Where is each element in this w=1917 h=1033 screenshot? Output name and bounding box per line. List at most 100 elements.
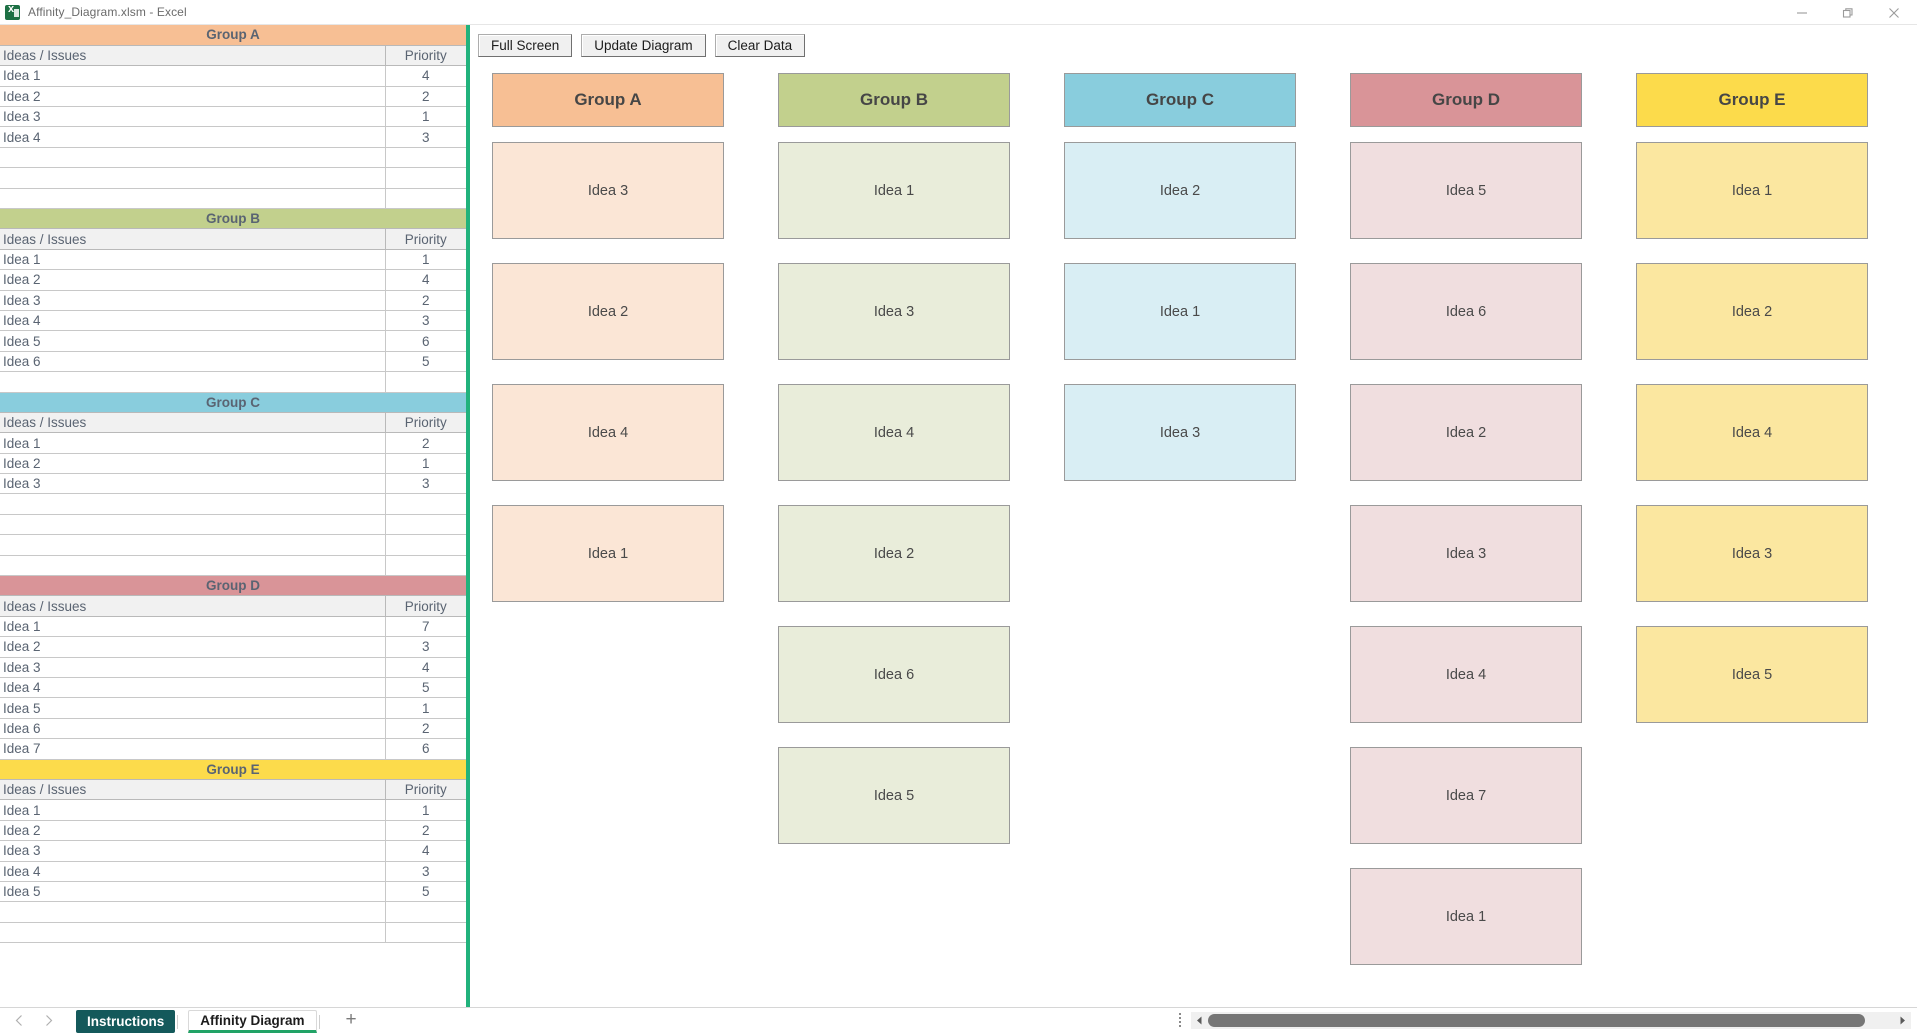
idea-card[interactable]: Idea 2 [778, 505, 1010, 602]
idea-cell[interactable] [0, 371, 385, 393]
priority-cell[interactable] [384, 555, 466, 577]
prev-sheet-arrow-icon[interactable] [14, 1014, 25, 1027]
idea-card[interactable]: Idea 3 [1636, 505, 1868, 602]
idea-card[interactable]: Idea 2 [1350, 384, 1582, 481]
priority-cell[interactable]: 4 [384, 840, 466, 862]
idea-card[interactable]: Idea 2 [1064, 142, 1296, 239]
idea-cell[interactable]: Idea 5 [0, 881, 385, 903]
idea-cell[interactable]: Idea 1 [0, 799, 385, 821]
idea-cell[interactable] [0, 147, 385, 169]
idea-card[interactable]: Idea 1 [1636, 142, 1868, 239]
idea-card[interactable]: Idea 6 [1350, 263, 1582, 360]
scroll-right-arrow-icon[interactable] [1894, 1012, 1911, 1029]
column-header-card[interactable]: Group B [778, 73, 1010, 127]
idea-cell[interactable]: Idea 5 [0, 330, 385, 352]
priority-cell[interactable]: 4 [384, 657, 466, 679]
idea-cell[interactable] [0, 167, 385, 189]
idea-cell[interactable]: Idea 4 [0, 861, 385, 882]
priority-cell[interactable]: 3 [384, 861, 466, 882]
priority-cell[interactable] [384, 147, 466, 169]
priority-cell[interactable]: 2 [384, 290, 466, 311]
priority-cell[interactable]: 3 [384, 636, 466, 658]
clear-data-button[interactable]: Clear Data [714, 34, 806, 57]
sheet-tab-instructions[interactable]: Instructions [76, 1009, 176, 1033]
idea-card[interactable]: Idea 6 [778, 626, 1010, 723]
idea-cell[interactable]: Idea 2 [0, 820, 385, 842]
priority-cell[interactable] [384, 371, 466, 393]
idea-cell[interactable]: Idea 1 [0, 432, 385, 454]
group-title-cell[interactable]: Group D [0, 575, 466, 596]
priority-cell[interactable] [384, 514, 466, 536]
idea-card[interactable]: Idea 4 [1350, 626, 1582, 723]
priority-cell[interactable]: 1 [384, 453, 466, 475]
idea-card[interactable]: Idea 5 [1636, 626, 1868, 723]
idea-card[interactable]: Idea 3 [492, 142, 724, 239]
idea-card[interactable]: Idea 3 [1064, 384, 1296, 481]
group-title-cell[interactable]: Group C [0, 392, 466, 413]
idea-cell[interactable] [0, 514, 385, 536]
priority-cell[interactable]: 1 [384, 106, 466, 128]
priority-cell[interactable] [384, 534, 466, 556]
idea-cell[interactable]: Idea 2 [0, 269, 385, 291]
priority-cell[interactable]: 5 [384, 881, 466, 903]
priority-cell[interactable] [384, 901, 466, 923]
priority-cell[interactable]: 3 [384, 473, 466, 495]
idea-cell[interactable]: Idea 2 [0, 86, 385, 108]
idea-cell[interactable] [0, 555, 385, 577]
column-header-card[interactable]: Group D [1350, 73, 1582, 127]
priority-cell[interactable]: 2 [384, 86, 466, 108]
idea-cell[interactable] [0, 901, 385, 923]
priority-cell[interactable] [384, 493, 466, 515]
idea-cell[interactable] [0, 188, 385, 210]
idea-card[interactable]: Idea 3 [778, 263, 1010, 360]
close-icon[interactable] [1871, 0, 1917, 25]
idea-cell[interactable]: Idea 2 [0, 636, 385, 658]
idea-card[interactable]: Idea 5 [778, 747, 1010, 844]
idea-card[interactable]: Idea 4 [778, 384, 1010, 481]
column-header-card[interactable]: Group A [492, 73, 724, 127]
priority-cell[interactable]: 2 [384, 718, 466, 740]
priority-cell[interactable]: 4 [384, 65, 466, 87]
idea-card[interactable]: Idea 1 [492, 505, 724, 602]
group-title-cell[interactable]: Group A [0, 25, 466, 46]
column-header-card[interactable]: Group C [1064, 73, 1296, 127]
priority-cell[interactable]: 5 [384, 677, 466, 699]
idea-card[interactable]: Idea 4 [1636, 384, 1868, 481]
scrollbar-thumb[interactable] [1208, 1013, 1865, 1027]
update-diagram-button[interactable]: Update Diagram [581, 34, 706, 57]
group-title-cell[interactable]: Group E [0, 759, 466, 780]
sheet-tab-affinity-diagram[interactable]: Affinity Diagram [188, 1009, 317, 1033]
idea-cell[interactable]: Idea 3 [0, 473, 385, 495]
minimize-icon[interactable] [1779, 0, 1825, 25]
idea-card[interactable]: Idea 2 [1636, 263, 1868, 360]
priority-cell[interactable]: 5 [384, 351, 466, 373]
idea-cell[interactable]: Idea 6 [0, 718, 385, 740]
idea-card[interactable]: Idea 4 [492, 384, 724, 481]
idea-cell[interactable]: Idea 3 [0, 657, 385, 679]
idea-cell[interactable]: Idea 3 [0, 106, 385, 128]
idea-card[interactable]: Idea 1 [1064, 263, 1296, 360]
idea-card[interactable]: Idea 7 [1350, 747, 1582, 844]
restore-icon[interactable] [1825, 0, 1871, 25]
group-title-cell[interactable]: Group B [0, 208, 466, 229]
idea-cell[interactable]: Idea 6 [0, 351, 385, 373]
idea-cell[interactable]: Idea 1 [0, 65, 385, 87]
priority-cell[interactable] [384, 167, 466, 189]
scroll-left-arrow-icon[interactable] [1191, 1012, 1208, 1029]
idea-cell[interactable] [0, 922, 385, 944]
idea-cell[interactable]: Idea 3 [0, 840, 385, 862]
idea-cell[interactable] [0, 493, 385, 515]
priority-cell[interactable]: 6 [384, 330, 466, 352]
idea-card[interactable]: Idea 3 [1350, 505, 1582, 602]
scrollbar-track[interactable] [1208, 1012, 1894, 1029]
idea-card[interactable]: Idea 5 [1350, 142, 1582, 239]
priority-cell[interactable]: 6 [384, 738, 466, 760]
scroll-grip-icon[interactable] [1169, 1013, 1191, 1027]
priority-cell[interactable]: 4 [384, 269, 466, 291]
idea-cell[interactable]: Idea 5 [0, 697, 385, 719]
priority-cell[interactable]: 1 [384, 249, 466, 271]
idea-card[interactable]: Idea 1 [1350, 868, 1582, 965]
horizontal-scrollbar[interactable] [1191, 1011, 1911, 1029]
idea-card[interactable]: Idea 1 [778, 142, 1010, 239]
